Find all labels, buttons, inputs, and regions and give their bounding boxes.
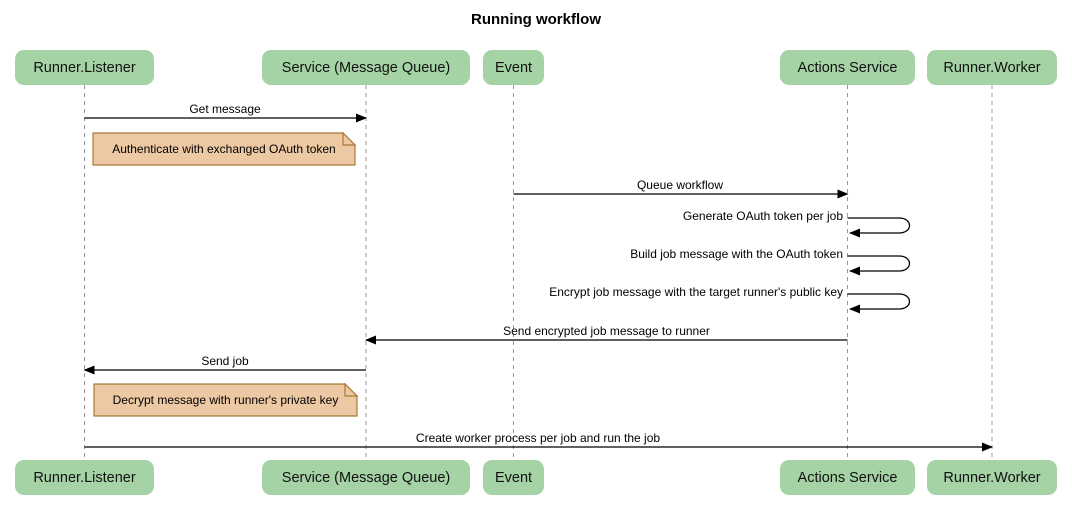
message-label-create-worker-process: Create worker process per job and run th… (415, 431, 661, 445)
actor-bottom-actions-service: Actions Service (780, 460, 915, 495)
actor-top-service-message-queue: Service (Message Queue) (262, 50, 470, 85)
note-authenticate-shape (92, 132, 356, 166)
actor-top-runner-worker: Runner.Worker (927, 50, 1057, 85)
note-decrypt-shape (93, 383, 358, 417)
actor-bottom-service-message-queue: Service (Message Queue) (262, 460, 470, 495)
actor-top-actions-service: Actions Service (780, 50, 915, 85)
message-label-queue-workflow: Queue workflow (636, 178, 724, 192)
message-label-generate-oauth-token: Generate OAuth token per job (682, 209, 843, 223)
message-label-send-job: Send job (201, 354, 249, 368)
message-label-encrypt-job-message: Encrypt job message with the target runn… (549, 285, 843, 299)
actor-bottom-runner-listener: Runner.Listener (15, 460, 154, 495)
message-label-build-job-message: Build job message with the OAuth token (630, 247, 843, 261)
note-decrypt-fold-icon (344, 382, 359, 397)
actor-top-event: Event (483, 50, 544, 85)
note-decrypt-private-key: Decrypt message with runner's private ke… (112, 393, 339, 407)
diagram-title: Running workflow (471, 11, 601, 28)
note-authenticate-fold-icon (342, 131, 357, 146)
actor-bottom-event: Event (483, 460, 544, 495)
actor-bottom-runner-worker: Runner.Worker (927, 460, 1057, 495)
arrow-encrypt-job-message-self-loop (847, 293, 911, 314)
actor-top-runner-listener: Runner.Listener (15, 50, 154, 85)
arrow-build-job-message-self-loop (847, 255, 911, 276)
arrow-generate-oauth-token-self-loop (847, 217, 911, 238)
message-label-send-encrypted-job-message: Send encrypted job message to runner (503, 324, 710, 338)
note-authenticate-oauth: Authenticate with exchanged OAuth token (112, 142, 336, 156)
message-label-get-message: Get message (189, 102, 261, 116)
